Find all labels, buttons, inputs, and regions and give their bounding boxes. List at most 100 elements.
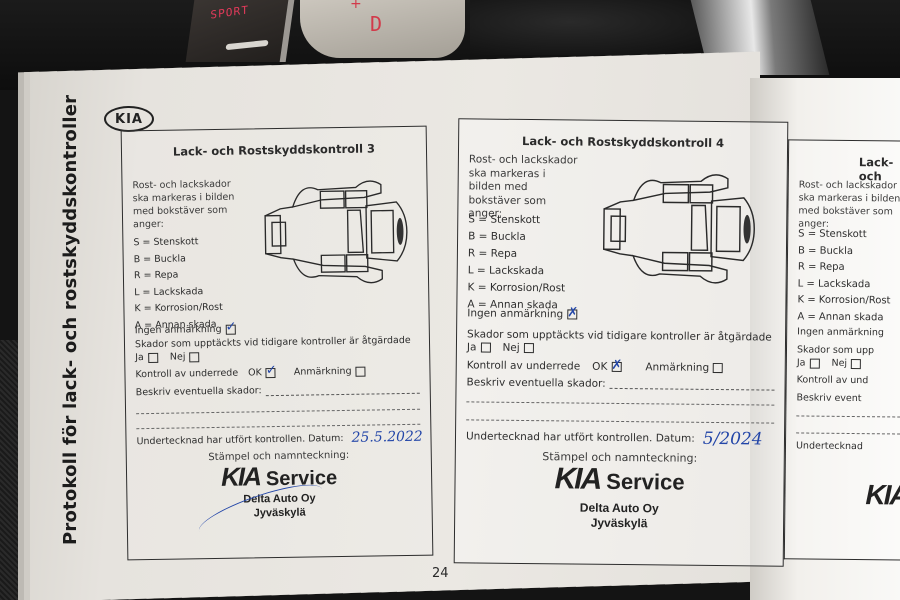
ok-label: OK xyxy=(248,367,262,379)
gear-selector-panel: + D xyxy=(300,0,465,58)
card-title: Lack- och Rostskyddskontroll 3 xyxy=(172,141,376,159)
underbody-row: Kontroll av und xyxy=(797,374,869,386)
no-remark-row: Ingen anmärkning xyxy=(467,307,578,321)
kia-stamp-logo: KIA xyxy=(554,462,601,496)
date-field[interactable]: 25.5.2022 xyxy=(351,428,423,446)
legend-item: L = Lackskada xyxy=(797,277,871,290)
signed-label: Undertecknad har utfört kontrollen. Datu… xyxy=(136,432,344,447)
legend-intro: Rost- och lackskador ska markeras i bild… xyxy=(798,179,900,230)
previous-damage-options: Ja Nej xyxy=(796,357,862,369)
legend-item: B = Buckla xyxy=(468,230,526,243)
describe-field[interactable] xyxy=(265,383,420,396)
yes-label: Ja xyxy=(796,357,806,369)
card-title: Lack- och Rostskyddskontroll 4 xyxy=(522,133,725,151)
legend-item: A = Annan skada xyxy=(797,310,884,323)
underbody-row: Kontroll av underrede OK Anmärkning xyxy=(135,365,366,381)
legend-item: K = Korrosion/Rost xyxy=(797,294,891,307)
signed-row: Undertecknad har utfört kontrollen. Datu… xyxy=(465,426,763,450)
underbody-ok-checkbox[interactable] xyxy=(265,367,276,378)
legend-item: L = Lackskada xyxy=(467,264,545,278)
describe-row: Beskriv eventuella skador: xyxy=(136,383,420,398)
ok-label: OK xyxy=(592,360,608,373)
describe-line[interactable] xyxy=(136,408,421,415)
no-remark-row: Ingen anmärkning xyxy=(797,326,884,338)
legend-item: R = Repa xyxy=(467,247,518,260)
damage-legend: S = Stenskott B = Buckla R = Repa L = La… xyxy=(467,211,566,314)
describe-line[interactable] xyxy=(466,401,775,406)
legend-intro: Rost- och lackskador ska markeras i bild… xyxy=(132,178,235,231)
describe-label: Beskriv event xyxy=(796,392,862,405)
legend-item: K = Korrosion/Rost xyxy=(134,301,223,315)
kia-logo-text: KIA xyxy=(115,111,143,127)
right-page xyxy=(750,78,900,600)
legend-item: S = Stenskott xyxy=(468,213,541,227)
legend-item: S = Stenskott xyxy=(798,228,867,241)
inspection-card-4: Lack- och Rostskyddskontroll 4 Rost- och… xyxy=(453,118,789,567)
describe-label: Beskriv eventuella skador: xyxy=(466,376,606,390)
yes-checkbox[interactable] xyxy=(809,358,820,369)
describe-line[interactable] xyxy=(136,423,421,430)
describe-row: Beskriv event xyxy=(796,392,861,404)
signed-row: Undertecknad har utfört kontrollen. Datu… xyxy=(136,429,422,449)
no-label: Nej xyxy=(831,357,848,369)
legend-item: R = Repa xyxy=(133,269,179,282)
kia-stamp-logo: KIA xyxy=(220,461,261,492)
previous-damage-options: Ja Nej xyxy=(135,351,200,363)
legend-item: B = Buckla xyxy=(133,252,186,265)
previous-damage-label: Skador som upptäckts vid tidigare kontro… xyxy=(134,334,411,351)
describe-line[interactable] xyxy=(796,415,900,418)
underbody-label: Kontroll av underrede xyxy=(135,367,239,381)
legend-item: L = Lackskada xyxy=(134,285,204,298)
signed-row: Undertecknad xyxy=(796,440,863,452)
no-checkbox[interactable] xyxy=(851,358,862,369)
underbody-remark-checkbox[interactable] xyxy=(355,366,366,377)
no-label: Nej xyxy=(502,341,520,354)
date-field[interactable]: 5/2024 xyxy=(702,428,763,450)
remark-label: Anmärkning xyxy=(645,361,710,374)
describe-line[interactable] xyxy=(466,419,775,424)
underbody-row: Kontroll av underrede OK Anmärkning xyxy=(467,359,724,374)
stamp-city: Jyväskylä xyxy=(590,515,648,531)
gear-d-indicator: D xyxy=(370,12,383,36)
legend-item: B = Buckla xyxy=(797,244,854,257)
legend-item: R = Repa xyxy=(797,261,845,273)
yes-label: Ja xyxy=(466,341,477,354)
no-remark-checkbox[interactable] xyxy=(567,309,578,320)
describe-line[interactable] xyxy=(796,432,900,435)
damage-legend: S = Stenskott B = Buckla R = Repa L = La… xyxy=(133,234,223,334)
yes-checkbox[interactable] xyxy=(147,352,158,363)
signed-label: Undertecknad xyxy=(795,440,863,453)
no-remark-label: Ingen anmärkning xyxy=(134,323,222,337)
yes-checkbox[interactable] xyxy=(480,342,491,353)
underbody-ok-checkbox[interactable] xyxy=(611,361,622,373)
car-diagram-icon xyxy=(264,180,408,284)
no-checkbox[interactable] xyxy=(189,351,200,362)
previous-damage-label: Skador som upp xyxy=(796,344,875,357)
previous-damage-options: Ja Nej xyxy=(467,341,534,354)
spine-title: Protokoll för lack- och rostskyddskontro… xyxy=(60,94,81,545)
damage-legend: S = Stenskott B = Buckla R = Repa L = La… xyxy=(797,226,891,326)
service-booklet xyxy=(8,40,900,600)
stamp-service-text: Service xyxy=(606,468,685,495)
no-checkbox[interactable] xyxy=(523,342,534,354)
underbody-remark-checkbox[interactable] xyxy=(713,362,724,374)
car-diagram-icon xyxy=(602,174,755,284)
remark-label: Anmärkning xyxy=(293,365,352,378)
previous-damage-row: Skador som upp xyxy=(797,344,874,356)
legend-item: K = Korrosion/Rost xyxy=(467,281,566,295)
describe-row: Beskriv eventuella skador: xyxy=(467,376,775,391)
kia-stamp-logo: KIA xyxy=(865,479,900,511)
no-remark-label: Ingen anmärkning xyxy=(797,326,885,339)
gear-plus-indicator: + xyxy=(350,0,362,12)
gear-boot-leather xyxy=(470,0,720,55)
legend-item: S = Stenskott xyxy=(133,236,199,249)
kia-service-stamp-partial: KIA xyxy=(865,479,900,512)
no-remark-label: Ingen anmärkning xyxy=(467,307,564,321)
inspection-card-3: Lack- och Rostskyddskontroll 3 Rost- och… xyxy=(120,125,434,561)
describe-field[interactable] xyxy=(609,378,775,391)
describe-label: Beskriv eventuella skador: xyxy=(135,385,262,399)
signed-label: Undertecknad har utfört kontrollen. Datu… xyxy=(465,430,695,445)
no-remark-checkbox[interactable] xyxy=(225,324,236,335)
underbody-label: Kontroll av underrede xyxy=(466,359,581,373)
